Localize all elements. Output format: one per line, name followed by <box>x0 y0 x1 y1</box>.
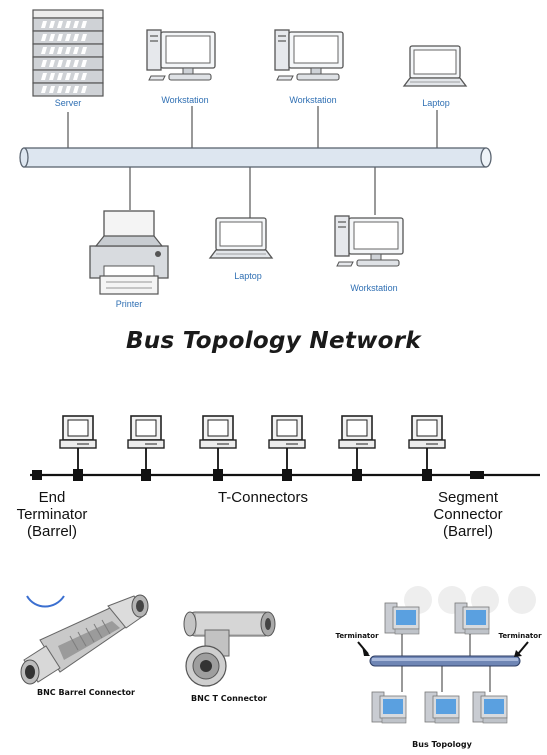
t-connector-drops <box>77 448 428 472</box>
bus-cable <box>19 147 492 168</box>
laptop-icon <box>209 217 273 259</box>
diagram-title: Bus Topology Network <box>125 328 422 354</box>
t-connector-caption: BNC T Connector <box>191 694 267 703</box>
laptop-icon <box>403 45 467 87</box>
workstation-icon <box>274 29 344 81</box>
networked-computers <box>59 415 446 449</box>
workstation-icon <box>334 215 404 267</box>
arc-decoration <box>26 595 65 608</box>
node-label-printer: Printer <box>115 299 143 309</box>
node-label-workstation: Workstation <box>161 95 209 105</box>
server-icon <box>32 9 104 97</box>
bus-topology-caption: Bus Topology <box>412 740 472 749</box>
terminator-left-label: Terminator <box>335 632 379 640</box>
node-label-workstation: Workstation <box>350 283 398 293</box>
bnc-barrel-connector-icon <box>20 594 149 685</box>
workstation-icon <box>146 29 216 81</box>
t-connectors-label: T-Connectors <box>217 489 309 506</box>
printer-icon <box>89 210 169 295</box>
bnc-t-connector-icon <box>183 611 276 687</box>
t-connector-icons <box>73 469 432 481</box>
node-label-workstation: Workstation <box>289 95 337 105</box>
node-label-laptop: Laptop <box>234 271 262 281</box>
node-label-laptop: Laptop <box>422 98 450 108</box>
bus-drop-lines <box>67 106 438 218</box>
barrel-connector-caption: BNC Barrel Connector <box>37 688 135 697</box>
node-label-server: Server <box>54 98 82 108</box>
terminator-right-label: Terminator <box>498 632 542 640</box>
bus-topology-mini-diagram <box>357 586 536 724</box>
